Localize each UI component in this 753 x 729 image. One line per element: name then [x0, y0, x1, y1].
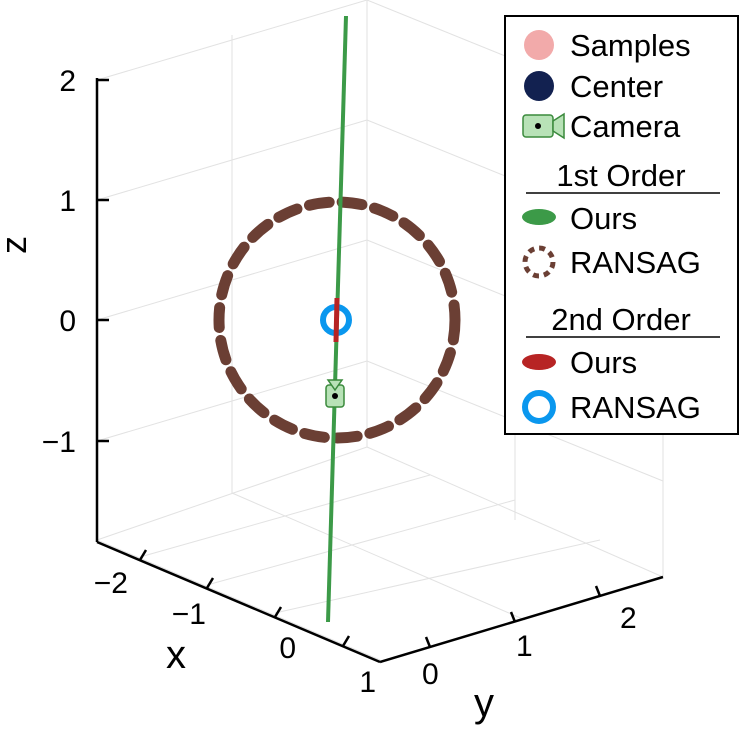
z-axis-label: z	[0, 236, 34, 254]
x-tick-label: 1	[359, 666, 376, 699]
ransag-first-order-circle	[213, 196, 461, 444]
z-tick-label: −1	[42, 426, 76, 459]
legend-second-ransag-marker	[522, 390, 556, 424]
legend-first-ours-marker	[522, 209, 556, 225]
x-tick-label: −2	[94, 567, 128, 600]
plot-marks	[213, 15, 461, 623]
y-tick-label: 2	[620, 602, 637, 635]
legend-first-ransag-label: RANSAG	[570, 245, 701, 280]
legend-second-ours-label: Ours	[570, 345, 637, 380]
legend-second-order-heading: 2nd Order	[551, 302, 691, 337]
legend-second-ours-marker	[522, 354, 556, 370]
legend-samples-marker	[524, 30, 554, 60]
ours-second-order-line	[333, 297, 340, 343]
y-tick-label: 1	[516, 630, 533, 663]
legend-first-ours-label: Ours	[570, 201, 637, 236]
legend-center-label: Center	[570, 69, 663, 104]
legend-second-ransag-label: RANSAG	[570, 390, 701, 425]
legend-camera-icon	[522, 112, 565, 140]
y-axis-label: y	[474, 681, 494, 725]
legend-first-ransag-marker	[522, 245, 556, 279]
camera-marker	[325, 379, 345, 408]
legend-samples-label: Samples	[570, 28, 691, 63]
x-tick-labels: −2 −1 0 1	[94, 567, 376, 699]
legend-camera-label: Camera	[570, 109, 681, 144]
z-tick-label: 0	[59, 305, 76, 338]
axes	[95, 78, 664, 664]
z-tick-label: 1	[59, 185, 76, 218]
y-tick-label: 0	[422, 658, 439, 691]
x-tick-label: 0	[279, 632, 296, 665]
z-tick-label: 2	[59, 65, 76, 98]
legend-first-order-heading: 1st Order	[556, 158, 685, 193]
z-tick-labels: 2 1 0 −1	[42, 65, 76, 459]
x-axis-line	[96, 540, 381, 664]
legend-center-marker	[524, 71, 554, 101]
x-tick-label: −1	[172, 598, 206, 631]
tick-marks	[97, 78, 602, 648]
y-axis-line	[379, 575, 664, 664]
y-tick-labels: 0 1 2	[422, 602, 637, 691]
legend: Samples Center Camera 1st Order Ours RAN…	[504, 15, 739, 435]
x-axis-label: x	[166, 633, 186, 677]
